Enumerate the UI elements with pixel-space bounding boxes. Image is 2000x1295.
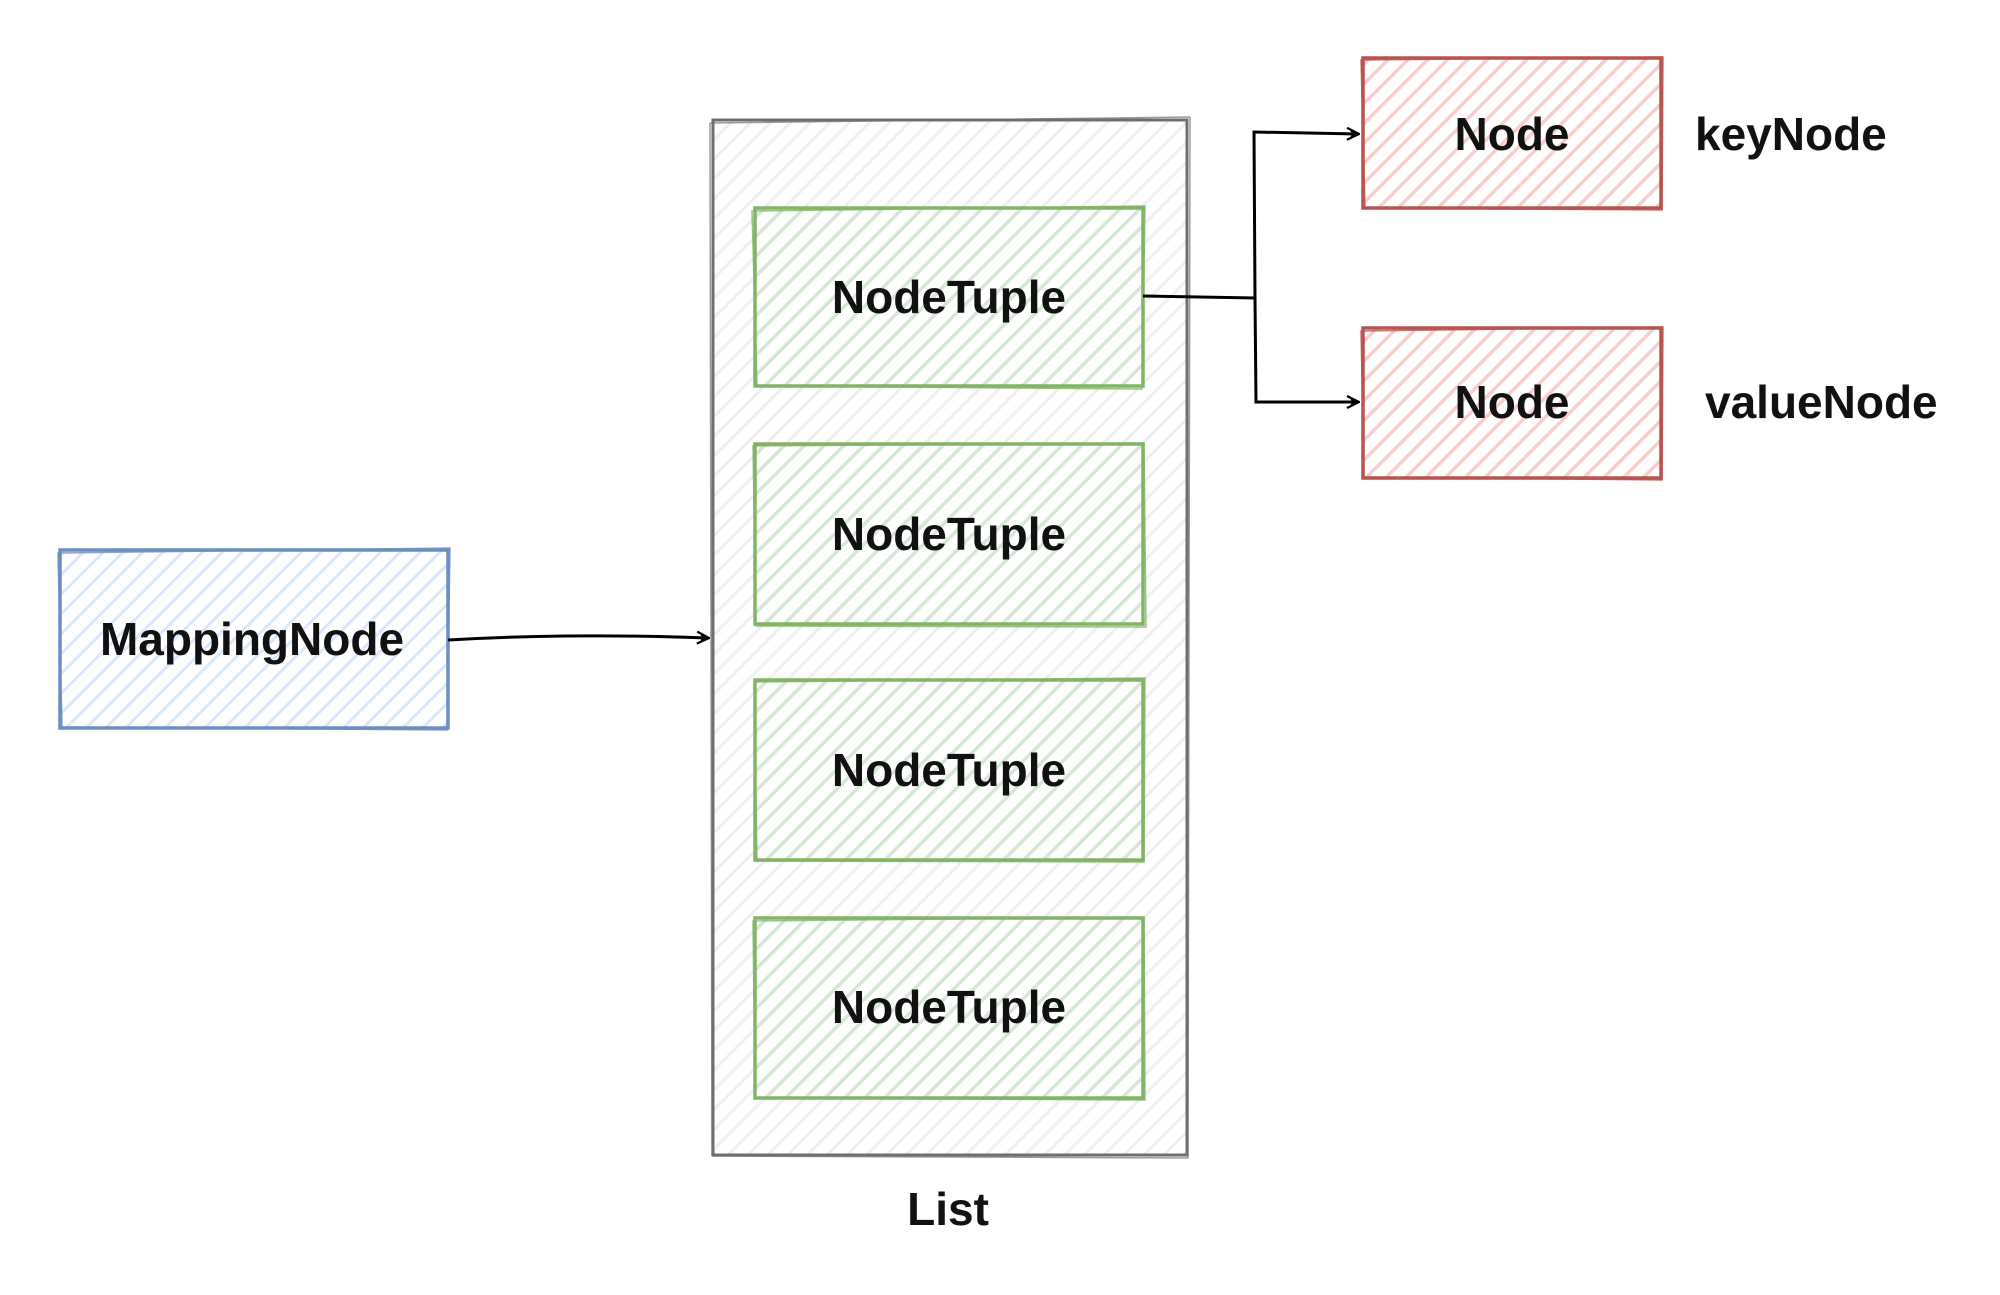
node-tuple-1[interactable]: NodeTuple bbox=[751, 205, 1146, 390]
list-label: List bbox=[907, 1183, 989, 1235]
edge-tuple-to-value bbox=[1253, 297, 1358, 402]
node-tuple-2-label: NodeTuple bbox=[832, 508, 1066, 560]
node-tuple-1-label: NodeTuple bbox=[832, 271, 1066, 323]
mapping-node-label: MappingNode bbox=[100, 613, 404, 665]
node-tuple-3-label: NodeTuple bbox=[832, 744, 1066, 796]
value-node-label: Node bbox=[1455, 376, 1570, 428]
edge-tuple-to-key bbox=[1142, 132, 1358, 300]
key-node-caption: keyNode bbox=[1695, 108, 1887, 160]
key-node-label: Node bbox=[1455, 108, 1570, 160]
node-tuple-4[interactable]: NodeTuple bbox=[752, 916, 1146, 1101]
node-tuple-3[interactable]: NodeTuple bbox=[753, 677, 1146, 863]
value-node[interactable]: Node bbox=[1360, 326, 1664, 481]
value-node-caption: valueNode bbox=[1705, 376, 1938, 428]
key-node[interactable]: Node bbox=[1360, 56, 1664, 211]
node-tuple-2[interactable]: NodeTuple bbox=[752, 442, 1147, 628]
edge-mapping-to-list bbox=[447, 636, 708, 640]
mapping-node[interactable]: MappingNode bbox=[57, 547, 451, 731]
node-tuple-4-label: NodeTuple bbox=[832, 981, 1066, 1033]
